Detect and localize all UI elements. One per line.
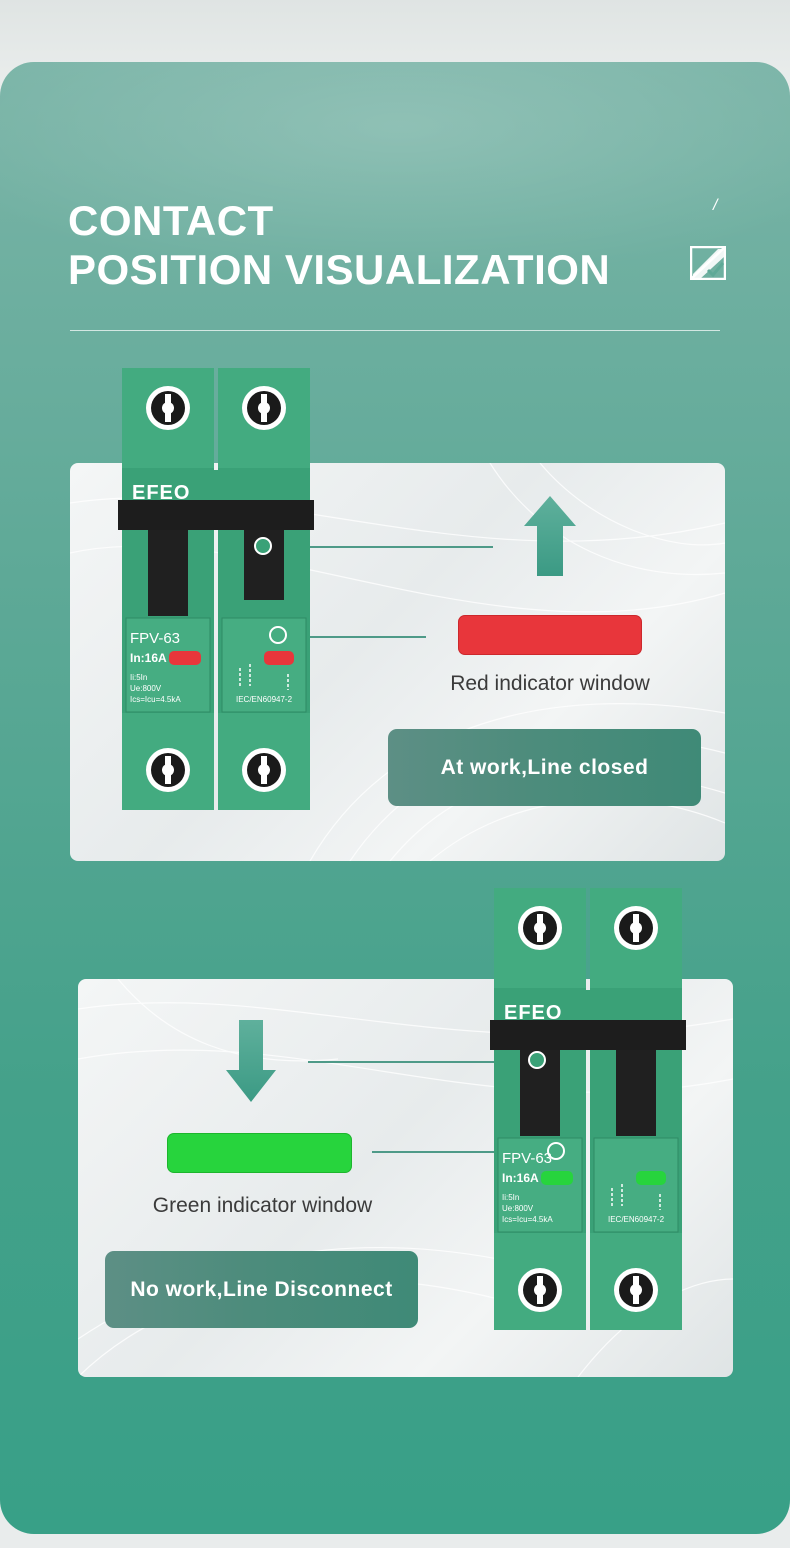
breaker-spec-2: Ue:800V: [502, 1204, 534, 1213]
callout-line-handle: [265, 546, 493, 548]
green-indicator-swatch: [167, 1133, 352, 1173]
breaker-open: EFEO FPV-63 In:16A Ii:5In Ue:800V Ics=Ic…: [490, 888, 686, 1333]
breaker-body-graphic: [118, 368, 314, 810]
breaker-brand: EFEO: [504, 1002, 563, 1024]
callout-line-indicator: [372, 1151, 556, 1153]
breaker-model: FPV-63: [130, 630, 181, 647]
breaker-brand: EFEO: [132, 482, 191, 504]
breaker-model: FPV-63: [502, 1150, 553, 1167]
breaker-spec-1: Ii:5In: [502, 1193, 520, 1202]
brand-logo-icon: [690, 246, 726, 280]
title-line-1: CONTACT: [68, 197, 274, 244]
breaker-spec-1: Ii:5In: [130, 673, 148, 682]
callout-line-handle: [308, 1061, 538, 1063]
status-open-badge: No work,Line Disconnect: [105, 1251, 418, 1328]
red-indicator-label: Red indicator window: [450, 672, 650, 695]
breaker-standard: IEC/EN60947-2: [608, 1215, 665, 1224]
title-line-2: POSITION VISUALIZATION: [68, 246, 611, 293]
breaker-standard: IEC/EN60947-2: [236, 695, 293, 704]
page-title: CONTACT POSITION VISUALIZATION: [68, 196, 610, 294]
breaker-spec-3: Ics=Icu=4.5kA: [130, 695, 181, 704]
status-closed-badge: At work,Line closed: [388, 729, 701, 806]
card-sheen: [0, 62, 790, 282]
breaker-spec-3: Ics=Icu=4.5kA: [502, 1215, 553, 1224]
callout-line-indicator: [280, 636, 426, 638]
breaker-body-graphic: [490, 888, 686, 1330]
breaker-closed: EFEO FPV-63 In:16A Ii:5In Ue:800V Ics=Ic…: [118, 368, 314, 813]
red-indicator-swatch: [458, 615, 642, 655]
arrow-down-icon: [226, 1020, 276, 1102]
title-divider: [70, 330, 720, 331]
green-indicator-label: Green indicator window: [152, 1194, 373, 1217]
breaker-rating: In:16A: [502, 1171, 539, 1185]
breaker-spec-2: Ue:800V: [130, 684, 162, 693]
breaker-rating: In:16A: [130, 651, 167, 665]
arrow-up-icon: [524, 496, 576, 576]
corner-mark: /: [713, 197, 718, 214]
